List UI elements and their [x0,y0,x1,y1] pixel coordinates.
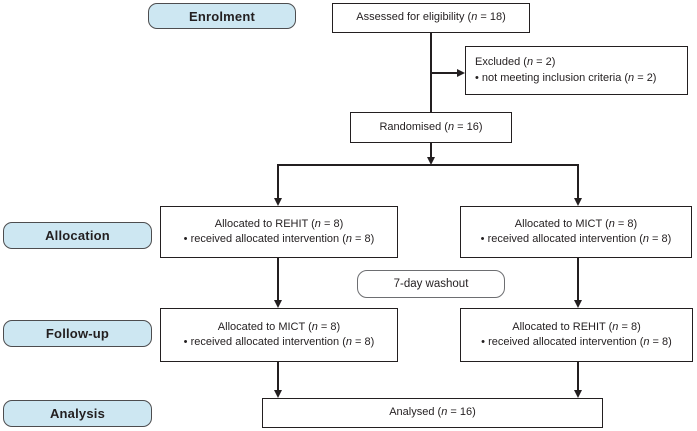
box-text-line: Allocated to MICT (n = 8) [217,320,341,333]
box-analysed: Analysed (n = 16) [262,398,603,428]
box-text-line: • not meeting inclusion criteria (n = 2) [475,71,657,84]
box-text-line: • received allocated intervention (n = 8… [183,336,375,348]
arrowhead-down [273,300,282,308]
connector-line [277,165,279,199]
connector-line [431,72,457,74]
box-text-line: • received allocated intervention (n = 8… [480,233,672,245]
connector-line [430,143,432,158]
arrowhead-down [573,198,582,206]
box-text-line: Excluded (n = 2) [475,56,556,68]
box-excluded: Excluded (n = 2) • not meeting inclusion… [465,46,688,95]
arrowhead-down [573,390,582,398]
arrowhead-down [426,157,435,165]
connector-line [577,165,579,199]
stage-pill-analysis: Analysis [3,400,152,427]
arrowhead-down [573,300,582,308]
connector-line [277,164,579,166]
connector-line [577,258,579,301]
box-text-line: Allocated to MICT (n = 8) [514,217,638,230]
connector-line [577,362,579,391]
box-washout: 7-day washout [357,270,505,298]
box-text-line: • received allocated intervention (n = 8… [183,233,375,245]
box-text-line: Assessed for eligibility (n = 18) [356,11,506,24]
box-assessed-for-eligibility: Assessed for eligibility (n = 18) [332,3,530,33]
stage-pill-follow-up: Follow-up [3,320,152,347]
arrowhead-down [273,198,282,206]
arrowhead-right [457,68,465,77]
stage-pill-enrolment: Enrolment [148,3,296,29]
box-text-line: Randomised (n = 16) [379,120,483,133]
box-allocated-mict: Allocated to MICT (n = 8) • received all… [460,206,692,258]
box-text-line: • received allocated intervention (n = 8… [481,336,672,348]
box-text-line: Allocated to REHIT (n = 8) [214,217,344,230]
box-followup-mict: Allocated to MICT (n = 8) • received all… [160,308,398,362]
connector-line [277,258,279,301]
stage-pill-allocation: Allocation [3,222,152,249]
box-randomised: Randomised (n = 16) [350,112,512,143]
box-followup-rehit: Allocated to REHIT (n = 8) • received al… [460,308,693,362]
box-text-line: Allocated to REHIT (n = 8) [512,320,641,333]
box-allocated-rehit: Allocated to REHIT (n = 8) • received al… [160,206,398,258]
box-text-line: Analysed (n = 16) [389,406,476,419]
arrowhead-down [273,390,282,398]
connector-line [277,362,279,391]
